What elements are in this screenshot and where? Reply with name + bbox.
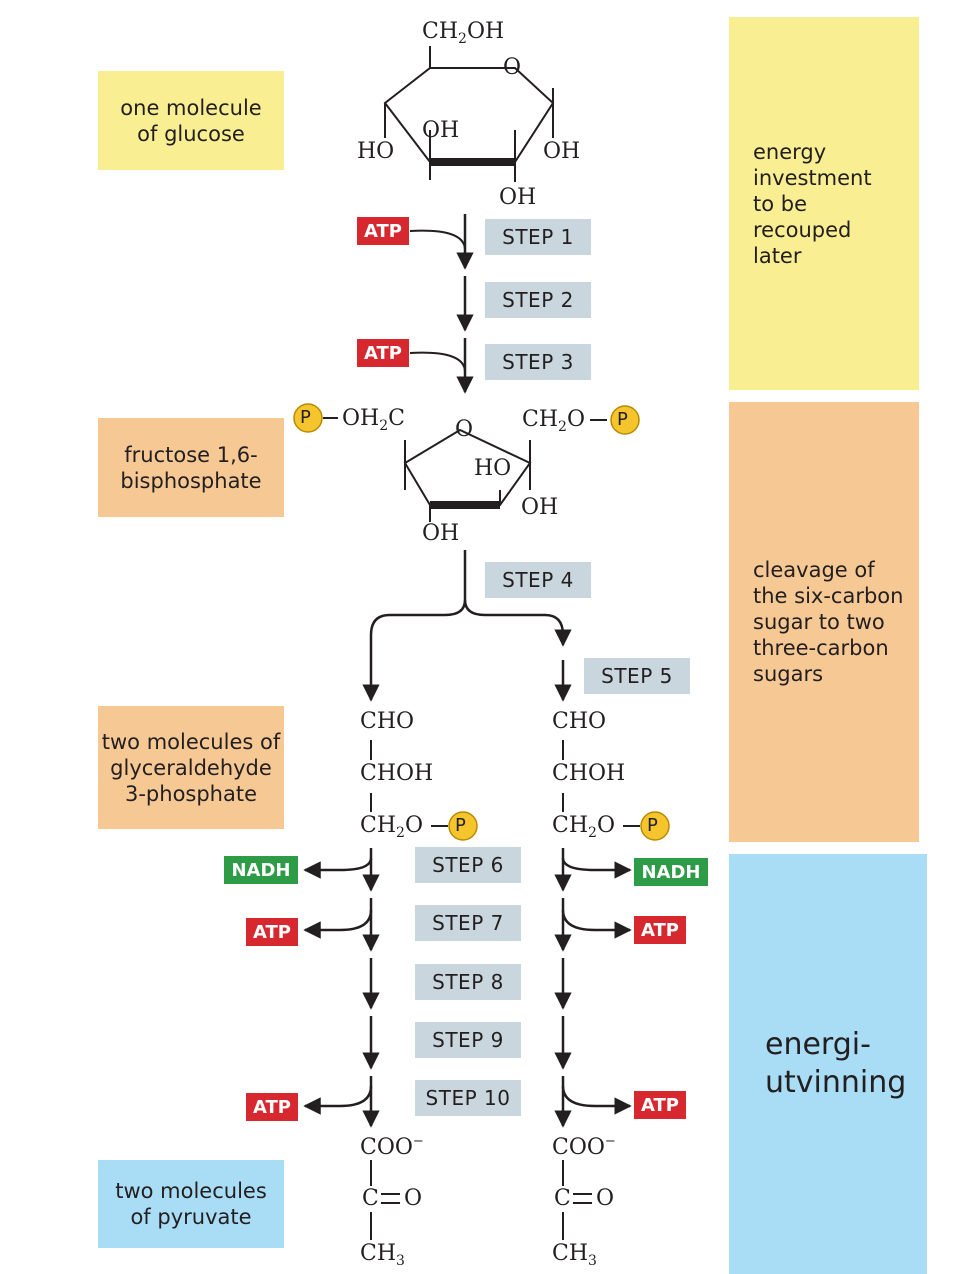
pyruvate-right-c: C [554,1186,571,1211]
fructose-ring-oxygen: O [455,417,474,442]
atp-right-step7: ATP [634,916,686,944]
atp-left-step10: ATP [246,1093,298,1121]
g3p-right-ch2o: CH2O [552,813,615,842]
g3p-left-choh: CHOH [360,761,434,786]
step-8: STEP 8 [415,964,521,1000]
pyruvate-left-o: O [404,1186,423,1211]
g3p-label: two molecules of glyceraldehyde 3-phosph… [98,706,284,829]
atp-input-step1: ATP [357,217,409,245]
step-5: STEP 5 [584,658,690,694]
phosphate-label: P [455,815,466,836]
phosphate-icons [293,403,670,841]
step-2: STEP 2 [485,282,591,318]
glucose-ring [383,67,555,163]
step-7: STEP 7 [415,905,521,941]
fructose-ch2o: CH2O [522,407,585,436]
atp-right-step10: ATP [634,1091,686,1119]
payoff-phase-box: energi- utvinning [729,854,927,1274]
fructose-oh-bottom: OH [422,521,460,546]
atp-input-step3: ATP [357,339,409,367]
pyruvate-right-ch3: CH3 [552,1241,597,1270]
step-3: STEP 3 [485,344,591,380]
nadh-left: NADH [224,856,298,884]
pyruvate-left-ch3: CH3 [360,1241,405,1270]
glucose-ch2oh: CH2OH [422,19,505,48]
pyruvate-right-coo: COO− [552,1134,616,1160]
glucose-oh-right: OH [543,139,581,164]
fructose-oh2c: OH2C [342,406,405,435]
step-9: STEP 9 [415,1022,521,1058]
pyruvate-right-o: O [596,1186,615,1211]
cleavage-phase-box: cleavage of the six-carbon sugar to two … [729,402,919,842]
fructose-oh-right: OH [521,495,559,520]
g3p-right-cho: CHO [552,709,607,734]
pyruvate-left-c: C [362,1186,379,1211]
pyruvate-left-coo: COO− [360,1134,424,1160]
phosphate-label: P [617,409,628,430]
phosphate-label: P [300,407,311,428]
glucose-oh-top: OH [422,118,460,143]
fructose-label: fructose 1,6- bisphosphate [98,418,284,517]
pyruvate-label: two molecules of pyruvate [98,1160,284,1248]
glucose-label: one molecule of glucose [98,71,284,170]
glucose-oh-bottom: OH [499,185,537,210]
g3p-left-ch2o: CH2O [360,813,423,842]
g3p-right-choh: CHOH [552,761,626,786]
step-1: STEP 1 [485,219,591,255]
step-10: STEP 10 [415,1080,521,1116]
glucose-ho: HO [357,139,395,164]
nadh-right: NADH [634,858,708,886]
phosphate-label: P [647,815,658,836]
investment-phase-box: energy investment to be recouped later [729,17,919,390]
g3p-left-cho: CHO [360,709,415,734]
atp-left-step7: ATP [246,918,298,946]
step-4: STEP 4 [485,562,591,598]
step-6: STEP 6 [415,847,521,883]
glucose-ring-oxygen: O [503,55,522,80]
fructose-ho: HO [474,456,512,481]
fructose-ring [403,428,532,506]
